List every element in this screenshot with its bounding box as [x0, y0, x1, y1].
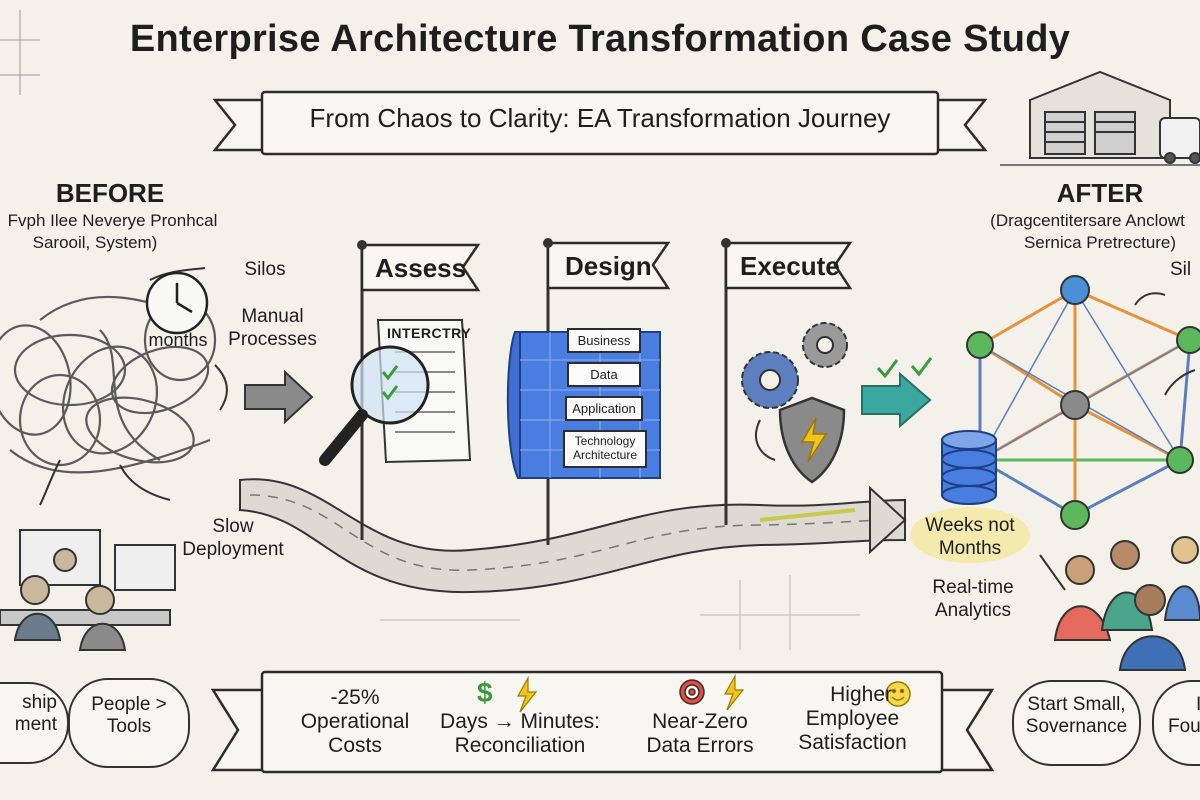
bubble-leadership: ship ment	[0, 682, 69, 764]
metric-cost-line3: Costs	[328, 734, 382, 757]
bubble-people-line2: Tools	[106, 716, 152, 737]
before-arrows	[39, 267, 228, 506]
after-heading: AFTER	[1056, 178, 1144, 208]
transition-arrow-left	[244, 369, 314, 425]
before-heading: BEFORE	[55, 178, 165, 208]
database-icon	[941, 430, 997, 505]
bubble-start-line2: Sovernance	[1025, 716, 1128, 737]
after-description-2: Sernica Pretrecture)	[1023, 233, 1177, 252]
metric-satisfaction-line2: Employee	[805, 707, 900, 730]
checkmark-icons	[876, 357, 933, 379]
flags	[360, 241, 853, 292]
silos-label: Silos	[244, 259, 286, 280]
bubble-leadership-line1: ship	[22, 692, 57, 713]
warehouse-icon	[1000, 70, 1200, 166]
slow-deployment-line1: Slow	[212, 516, 254, 537]
metric-satisfaction-line1: Higher	[830, 683, 892, 706]
realtime-analytics-line2: Analytics	[934, 600, 1012, 621]
security-shield-icon	[778, 396, 846, 484]
dollar-icon: $	[477, 677, 493, 708]
before-description-1: Fvph Ilee Neverye Pronhcal	[7, 211, 218, 230]
phase-assess: Assess	[375, 253, 467, 283]
network-nodes	[966, 275, 1200, 530]
sketch-grid-left	[0, 10, 40, 95]
transition-arrow-right	[861, 371, 932, 429]
phase-design: Design	[565, 251, 652, 281]
before-description-2: Sarooil, System)	[32, 233, 158, 252]
inventory-document-title: INTERCTRY	[387, 325, 472, 341]
months-label: months	[148, 330, 208, 350]
lightning-icon	[516, 675, 538, 713]
page-title: Enterprise Architecture Transformation C…	[129, 18, 1071, 60]
sketch-grid-bottom	[380, 575, 860, 650]
lightning-icon-2	[723, 673, 745, 711]
clock-icon	[145, 271, 209, 335]
journey-road	[239, 478, 907, 594]
after-silos-label: Sil	[1170, 259, 1192, 280]
bubble-foundation-line2: Fou	[1168, 716, 1200, 737]
bubble-leadership-line2: ment	[14, 714, 57, 735]
bubble-foundation: I Fou	[1152, 680, 1200, 766]
layer-application: Application	[565, 396, 643, 421]
layer-technology-architecture: Technology Architecture	[563, 430, 647, 468]
gears-icon	[741, 322, 848, 409]
metric-cost-line1: -25%	[330, 686, 380, 709]
metric-errors-line2: Data Errors	[646, 734, 754, 757]
bubble-start-line1: Start Small,	[1027, 694, 1126, 715]
layer-data: Data	[567, 362, 641, 387]
metric-satisfaction-line3: Satisfaction	[798, 731, 907, 754]
slow-deployment-line2: Deployment	[182, 539, 284, 560]
bubble-people-tools: People > Tools	[68, 678, 190, 768]
weeks-not-months-line1: Weeks not	[925, 515, 1015, 536]
subtitle-banner	[212, 90, 988, 156]
bubble-people-line1: People >	[91, 694, 167, 715]
manual-processes-line1: Manual	[241, 306, 304, 327]
smiley-icon	[885, 681, 911, 707]
layer-business: Business	[567, 328, 641, 353]
weeks-not-months-line2: Months	[938, 538, 1002, 559]
metric-reconciliation-line2: Reconciliation	[454, 734, 586, 757]
metric-errors-line1: Near-Zero	[652, 710, 748, 733]
frustrated-office-scene	[0, 529, 176, 651]
happy-team-scene	[1039, 536, 1200, 671]
highlight-weeks	[910, 507, 1030, 563]
realtime-analytics-line1: Real-time	[932, 577, 1014, 598]
after-description-1: (Dragcentitersare Anclowt	[990, 211, 1185, 230]
results-banner	[210, 670, 995, 774]
metric-reconciliation-line1: Days → Minutes:	[440, 710, 600, 733]
manual-processes-line2: Processes	[228, 329, 317, 350]
phase-execute: Execute	[740, 251, 840, 281]
journey-subtitle: From Chaos to Clarity: EA Transformation…	[309, 103, 891, 133]
bubble-foundation-line1: I	[1196, 694, 1200, 715]
magnifier-icon	[319, 345, 430, 466]
architecture-network	[978, 288, 1192, 517]
target-icon	[679, 679, 705, 705]
metric-cost-line2: Operational	[300, 710, 410, 733]
bubble-start-small: Start Small, Sovernance	[1012, 680, 1141, 766]
